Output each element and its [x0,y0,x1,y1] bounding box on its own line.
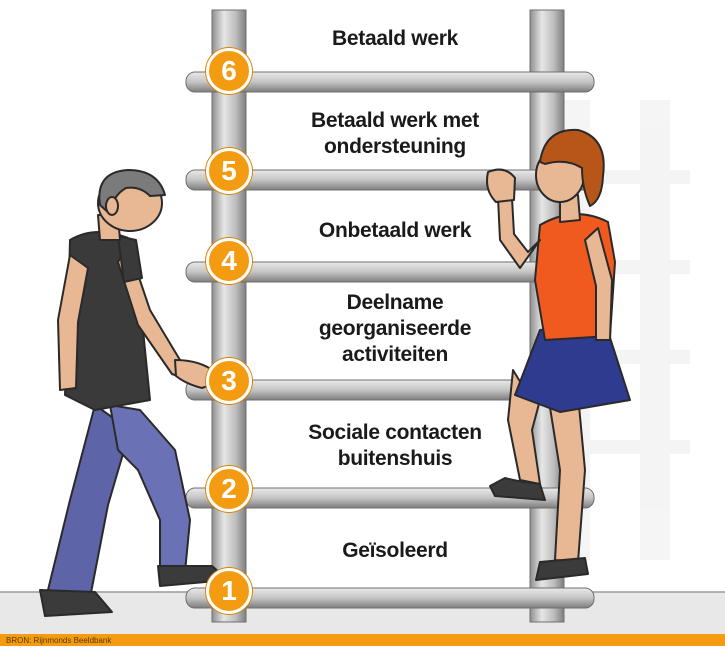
step-1-badge: 1 [206,568,252,614]
source-credit: BRON: Rijnmonds Beeldbank [6,636,112,645]
step-3-label-line: activiteiten [341,343,449,366]
step-3-label-line: georganiseerde [318,317,472,340]
step-3-label-line: Deelname [346,291,444,314]
step-2-label-line: buitenshuis [337,447,453,470]
step-6-label-line: Betaald werk [332,27,458,50]
step-5-label-line: Betaald werk met [311,109,479,132]
ladder-rung-1 [185,587,595,609]
step-1-label: Geïsoleerd [270,538,520,564]
step-5-label: Betaald werk met ondersteuning [270,108,520,160]
left-rail [211,9,247,623]
step-2-label: Sociale contacten buitenshuis [270,420,520,472]
step-4-badge: 4 [206,238,252,284]
step-4-label-line: Onbetaald werk [318,219,472,242]
man-climbing-icon [39,169,229,617]
step-5-badge: 5 [206,148,252,194]
step-1-label-line: Geïsoleerd [342,539,448,562]
step-4-label: Onbetaald werk [270,218,520,244]
step-6-badge: 6 [206,48,252,94]
footer-bar [0,634,725,646]
step-6-label: Betaald werk [270,26,520,52]
step-5-label-line: ondersteuning [324,135,466,158]
step-2-label-line: Sociale contacten [308,421,482,444]
step-3-badge: 3 [206,358,252,404]
ladder-rung-6 [185,71,595,93]
step-3-label: Deelname georganiseerde activiteiten [270,290,520,368]
step-2-badge: 2 [206,466,252,512]
woman-climbing-icon [486,128,631,581]
